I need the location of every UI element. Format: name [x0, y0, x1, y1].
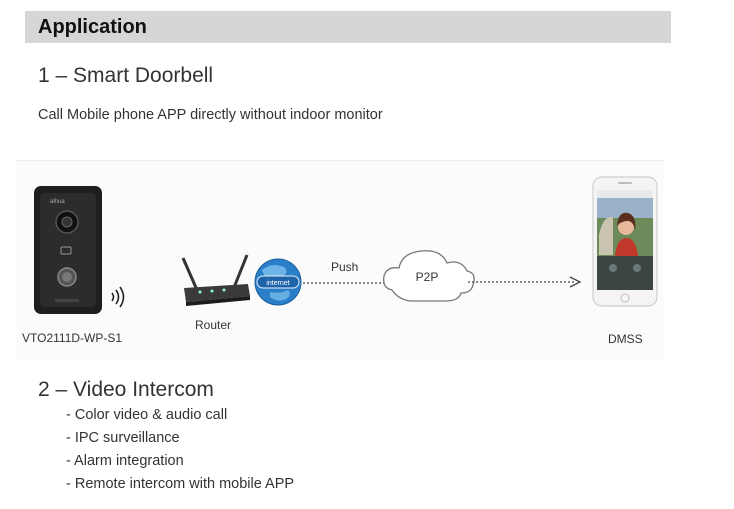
router-icon	[181, 254, 250, 306]
feature-item: - Remote intercom with mobile APP	[66, 476, 295, 492]
section-1-title: 1 – Smart Doorbell	[38, 64, 214, 87]
router-label: Router	[195, 318, 231, 332]
section-2-title: 2 – Video Intercom	[38, 378, 214, 401]
p2p-cloud-icon	[383, 250, 475, 302]
feature-item: - Alarm integration	[66, 453, 184, 469]
feature-list: - Color video & audio call - IPC surveil…	[66, 405, 294, 497]
feature-item: - Color video & audio call	[66, 407, 228, 423]
dmss-app-label: DMSS	[608, 332, 643, 346]
smartphone-icon	[592, 176, 658, 307]
page-title: Application	[38, 16, 147, 38]
feature-item: - IPC surveillance	[66, 430, 180, 446]
doorbell-brand-logo: alhua	[50, 199, 65, 205]
diagram-panel	[16, 160, 664, 359]
internet-globe-icon	[254, 258, 302, 306]
wireless-signal-icon	[111, 286, 125, 308]
push-label: Push	[331, 260, 358, 274]
p2p-label: P2P	[416, 270, 439, 284]
doorbell-device-icon	[34, 186, 102, 314]
internet-label: internet	[266, 280, 289, 287]
arrow-right-icon	[569, 276, 582, 288]
doorbell-model-label: VTO2111D-WP-S1	[22, 331, 122, 345]
header-bar: Application	[25, 11, 671, 43]
section-1-description: Call Mobile phone APP directly without i…	[38, 107, 383, 123]
